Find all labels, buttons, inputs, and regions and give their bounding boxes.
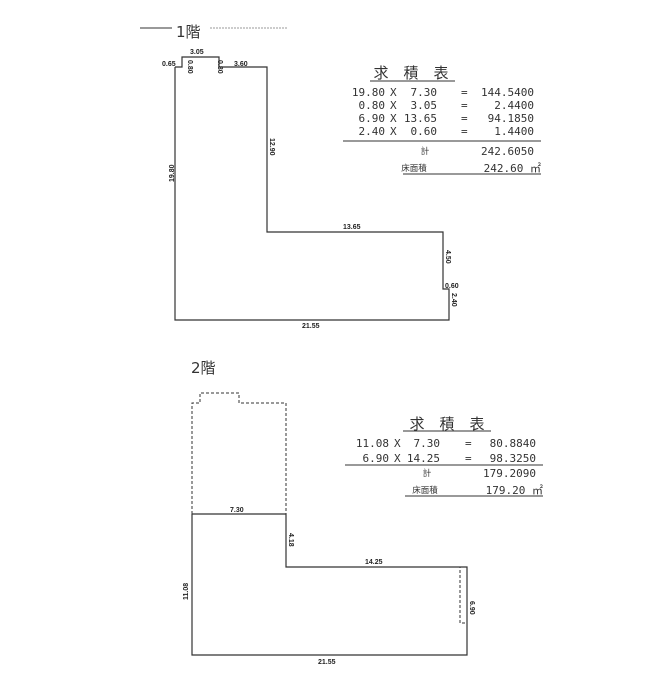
row-factor-a: 2.40 — [359, 125, 386, 138]
row-times: X — [394, 452, 401, 465]
dim-label: 14.25 — [365, 559, 383, 566]
floor-area-value: 179.20 ㎡ — [486, 484, 543, 497]
floor1-area-table: 求 積 表 19.80 X 7.30 = 144.5400 0.80 X 3.0… — [343, 64, 541, 175]
row-factor-a: 6.90 — [359, 112, 386, 125]
row-result: 80.8840 — [490, 437, 536, 450]
table-title: 求 積 表 — [373, 64, 448, 82]
row-factor-a: 19.80 — [352, 86, 385, 99]
dim-label: 3.60 — [234, 61, 248, 68]
dim-label: 4.18 — [287, 533, 294, 547]
dim-label: 0.65 — [162, 61, 176, 68]
total-value: 179.2090 — [483, 467, 536, 480]
total-label: 計 — [423, 468, 432, 479]
row-factor-a: 0.80 — [359, 99, 386, 112]
row-factor-a: 11.08 — [356, 437, 389, 450]
floor2-label: 2階 — [191, 359, 216, 377]
row-result: 94.1850 — [488, 112, 534, 125]
dim-label: 0.80 — [186, 60, 193, 74]
row-equals: = — [465, 452, 472, 465]
dim-label: 11.08 — [183, 583, 190, 600]
total-label: 計 — [421, 146, 430, 157]
row-equals: = — [461, 99, 468, 112]
row-result: 2.4400 — [494, 99, 534, 112]
dim-label: 2.40 — [450, 293, 457, 307]
row-times: X — [390, 99, 397, 112]
floor1-label: 1階 — [176, 23, 201, 41]
dim-label: 21.55 — [318, 659, 336, 666]
floor-area-value: 242.60 ㎡ — [484, 162, 541, 175]
row-factor-a: 6.90 — [363, 452, 390, 465]
dim-label: 7.30 — [230, 507, 244, 514]
floor2-upper-dashed-outline — [191, 392, 287, 514]
total-value: 242.6050 — [481, 145, 534, 158]
dim-label: 19.80 — [169, 164, 176, 182]
row-factor-b: 7.30 — [414, 437, 441, 450]
row-factor-b: 3.05 — [411, 99, 438, 112]
row-times: X — [390, 86, 397, 99]
row-factor-b: 7.30 — [411, 86, 438, 99]
floor1-outline — [174, 56, 450, 321]
row-factor-b: 14.25 — [407, 452, 440, 465]
floor2-inner-dashed — [459, 566, 467, 624]
dim-label: 4.50 — [444, 250, 451, 264]
row-equals: = — [461, 86, 468, 99]
row-result: 144.5400 — [481, 86, 534, 99]
row-times: X — [394, 437, 401, 450]
row-result: 1.4400 — [494, 125, 534, 138]
floor2-area-table: 求 積 表 11.08 X 7.30 = 80.8840 6.90 X 14.2… — [345, 415, 543, 497]
row-equals: = — [465, 437, 472, 450]
row-equals: = — [461, 125, 468, 138]
row-factor-b: 0.60 — [411, 125, 438, 138]
row-factor-b: 13.65 — [404, 112, 437, 125]
row-equals: = — [461, 112, 468, 125]
floor-area-label: 床面積 — [401, 163, 427, 174]
table-title: 求 積 表 — [409, 415, 484, 433]
floor2-outline — [191, 513, 468, 656]
row-result: 98.3250 — [490, 452, 536, 465]
dim-label: 21.55 — [302, 323, 320, 330]
dim-label: 12.90 — [268, 138, 275, 156]
dim-label: 13.65 — [343, 224, 361, 231]
floor-area-label: 床面積 — [412, 485, 438, 496]
dim-label: 6.90 — [468, 601, 475, 615]
row-times: X — [390, 125, 397, 138]
dim-label: 3.05 — [190, 49, 204, 56]
dim-label: 0.60 — [445, 283, 459, 290]
dim-label: 0.80 — [216, 60, 223, 74]
row-times: X — [390, 112, 397, 125]
